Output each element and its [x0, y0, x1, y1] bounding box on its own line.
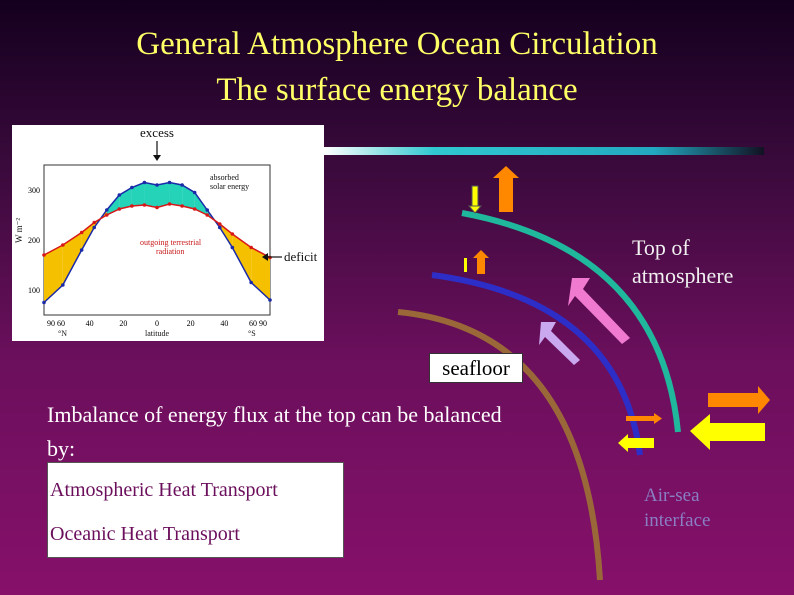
outgoing-label-2: radiation [156, 247, 184, 256]
outgoing-series-point [142, 203, 147, 207]
imbalance-text: Imbalance of energy flux at the top can … [47, 402, 502, 461]
absorbed-series-point [142, 180, 147, 185]
absorbed-series-point [117, 193, 122, 197]
y-axis-label: W m⁻² [14, 218, 24, 243]
outgoing-series-point [249, 245, 253, 250]
atmospheric-return-arrow [690, 414, 765, 450]
outgoing-series-point [117, 207, 122, 211]
absorbed-series-point [155, 183, 159, 187]
deficit-area [251, 247, 270, 300]
absorbed-series-point [192, 190, 197, 195]
x-end-north: °N [58, 329, 67, 338]
outgoing-series-point [130, 204, 134, 208]
excess-label: excess [140, 125, 174, 140]
absorbed-series-point [217, 225, 222, 230]
oceanic-heat-transport: Oceanic Heat Transport [50, 523, 240, 545]
title-line2: The surface energy balance [216, 72, 578, 108]
x-tick-label: 60 90 [249, 319, 267, 328]
x-tick-label: 40 [220, 319, 228, 328]
x-tick-label: 20 [119, 319, 127, 328]
absorbed-series-point [180, 183, 184, 187]
surface-longwave-arrow [473, 250, 489, 274]
surface-solar-arrow [464, 258, 467, 272]
outgoing-series-point [180, 204, 184, 208]
x-tick-label: 0 [155, 319, 159, 328]
surplus-area [169, 182, 183, 206]
y-tick-label: 200 [28, 236, 40, 245]
top-banner-bar [324, 147, 764, 155]
outgoing-series-point [104, 213, 109, 217]
outgoing-series-point [92, 220, 97, 225]
x-axis-label: latitude [145, 329, 169, 338]
atmospheric-heat-transport: Atmospheric Heat Transport [50, 479, 278, 501]
absorbed-series-point [79, 248, 84, 252]
transport-box: Atmospheric Heat Transport Oceanic Heat … [47, 462, 344, 558]
x-tick-label: 90 60 [47, 319, 65, 328]
outgoing-series-point [167, 202, 172, 206]
absorbed-series-point [92, 225, 97, 230]
outgoing-longwave-arrow [493, 166, 519, 212]
incoming-solar-arrow [467, 185, 483, 214]
deficit-area [232, 234, 252, 283]
deficit-area [62, 232, 82, 285]
toa-arc [461, 210, 681, 433]
absorbed-label-2: solar energy [210, 182, 249, 191]
outgoing-series-point [79, 230, 84, 235]
x-end-south: °S [248, 329, 256, 338]
air-sea-line1: Air-sea [644, 485, 700, 506]
y-tick-label: 100 [28, 286, 40, 295]
outgoing-series-point [192, 207, 197, 211]
air-sea-line2: interface [644, 510, 711, 531]
outgoing-series-point [61, 243, 65, 247]
outgoing-series-point [205, 213, 210, 217]
absorbed-label-1: absorbed [210, 173, 239, 182]
x-tick-label: 20 [187, 319, 195, 328]
ocean-transport-arrow [626, 413, 662, 424]
ocean-return-arrow [618, 434, 654, 452]
seafloor-arc [397, 309, 603, 581]
outgoing-label-1: outgoing terrestrial [140, 238, 202, 247]
absorbed-series-point [61, 283, 65, 287]
outgoing-series-point [42, 253, 46, 257]
outgoing-series-point [230, 232, 235, 236]
y-tick-label: 300 [28, 186, 40, 195]
atmospheric-transport-arrow [708, 386, 770, 414]
absorbed-series-point [130, 185, 134, 190]
absorbed-series-point [205, 208, 210, 212]
title-line1: General Atmosphere Ocean Circulation [136, 26, 658, 62]
excess-pointer-icon [153, 155, 161, 161]
top-of-atmosphere-label: Top of atmosphere [632, 234, 772, 290]
surplus-area [144, 182, 157, 208]
deficit-label: deficit [284, 249, 318, 264]
absorbed-series-point [104, 208, 109, 212]
air-sea-interface-label: Air-sea interface [644, 483, 754, 533]
toa-line1: Top of [632, 235, 690, 260]
absorbed-series-point [249, 280, 253, 285]
chart-frame [43, 164, 271, 316]
surplus-area [119, 187, 132, 209]
absorbed-series-point [268, 298, 272, 302]
seafloor-label: seafloor [429, 353, 523, 383]
absorbed-series-point [230, 245, 235, 250]
absorbed-series-point [167, 180, 172, 185]
surplus-area [157, 182, 170, 208]
deficit-area [44, 245, 63, 303]
atmosphere-flux-arrow [568, 278, 630, 344]
ocean-flux-arrow [539, 322, 580, 365]
deficit-pointer-icon [262, 253, 268, 261]
surplus-area [131, 182, 145, 206]
outgoing-series-point [155, 205, 159, 210]
absorbed-series-point [42, 300, 46, 305]
x-tick-label: 40 [86, 319, 94, 328]
toa-line2: atmosphere [632, 263, 734, 288]
outgoing-series-point [217, 222, 222, 226]
